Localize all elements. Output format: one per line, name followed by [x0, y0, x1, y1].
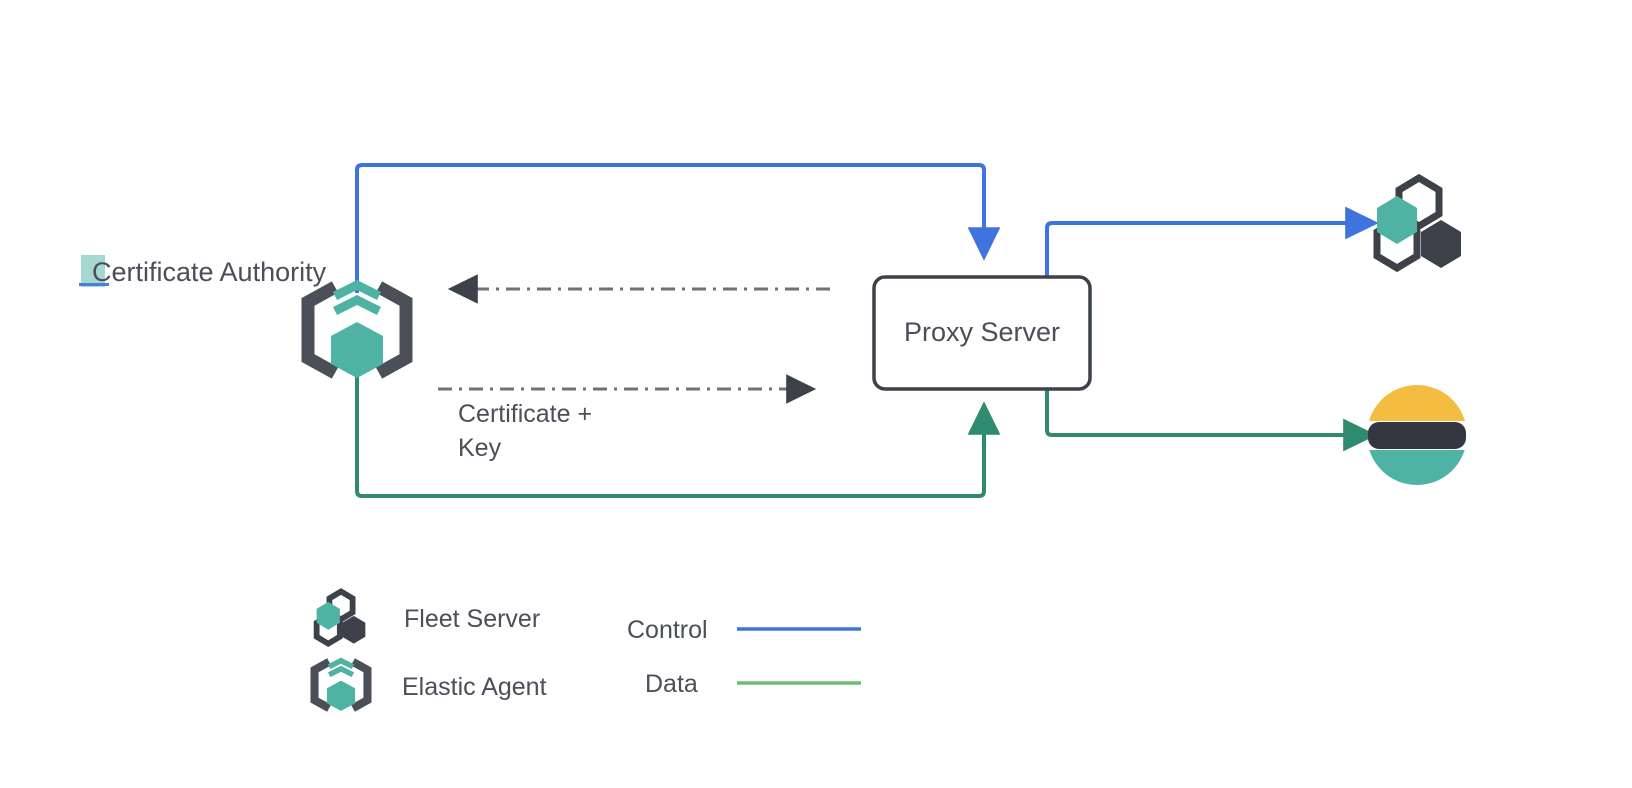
- legend-item-data: Data: [645, 670, 861, 698]
- legend-label-fleet-server: Fleet Server: [404, 605, 540, 633]
- legend-item-fleet-server: Fleet Server: [313, 588, 540, 648]
- edge-agent-to-proxy-data: [355, 370, 1001, 498]
- fleet-server-icon: [313, 588, 366, 648]
- edge-agent-to-proxy-control: [355, 163, 1001, 293]
- edge-proxy-to-fleet-control: [1045, 206, 1379, 277]
- legend-label-elastic-agent: Elastic Agent: [402, 673, 547, 701]
- elasticsearch-icon: [1368, 385, 1466, 485]
- elastic-agent-icon: [301, 279, 413, 379]
- edge-label-certificate-line1: Certificate +: [458, 400, 592, 428]
- text-selection-underline: [79, 283, 109, 286]
- node-label-proxy-server: Proxy Server: [904, 317, 1060, 347]
- text-selection-highlight: [81, 255, 105, 287]
- node-elasticsearch[interactable]: [1367, 385, 1467, 485]
- node-proxy-server[interactable]: Proxy Server: [872, 275, 1092, 391]
- legend-label-control: Control: [627, 616, 708, 644]
- node-certificate-authority[interactable]: Certificate Authority: [79, 255, 413, 379]
- edge-ca-to-proxy-certificate: Certificate + Key: [438, 374, 817, 462]
- fleet-server-icon: [1373, 173, 1461, 273]
- node-fleet-server[interactable]: [1373, 173, 1461, 273]
- edge-label-certificate-line2: Key: [458, 434, 502, 462]
- legend: Fleet Server Elastic Agent Control Data: [310, 588, 861, 712]
- node-label-certificate-authority: Certificate Authority: [92, 257, 327, 287]
- elastic-agent-icon: [310, 657, 372, 712]
- edge-proxy-to-elasticsearch-data: [1045, 389, 1377, 452]
- legend-label-data: Data: [645, 670, 698, 698]
- legend-item-elastic-agent: Elastic Agent: [310, 657, 547, 712]
- proxy-server-box[interactable]: [872, 275, 1092, 391]
- legend-item-control: Control: [627, 616, 861, 644]
